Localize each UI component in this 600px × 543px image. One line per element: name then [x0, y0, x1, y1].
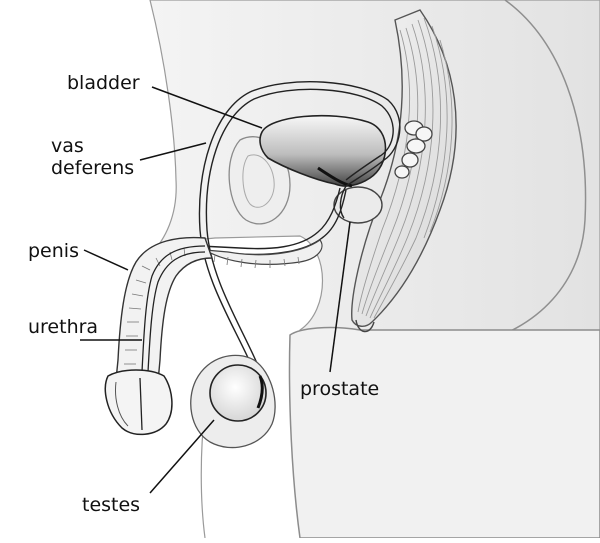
perineum-block: [289, 328, 600, 538]
corpus-spongiosum: [205, 240, 322, 264]
label-penis: penis: [28, 240, 79, 262]
prostate-gland: [334, 187, 382, 223]
glans: [105, 370, 172, 434]
label-urethra: urethra: [28, 316, 98, 338]
testis: [210, 365, 266, 421]
label-testes: testes: [82, 494, 140, 516]
label-vas-line1: vas: [51, 135, 84, 157]
label-vas-line2: deferens: [51, 157, 134, 179]
label-bladder: bladder: [67, 72, 140, 94]
leader-penis: [84, 250, 128, 270]
label-prostate: prostate: [300, 378, 379, 400]
penis-organ: [116, 238, 212, 382]
leader-testes: [150, 420, 214, 493]
